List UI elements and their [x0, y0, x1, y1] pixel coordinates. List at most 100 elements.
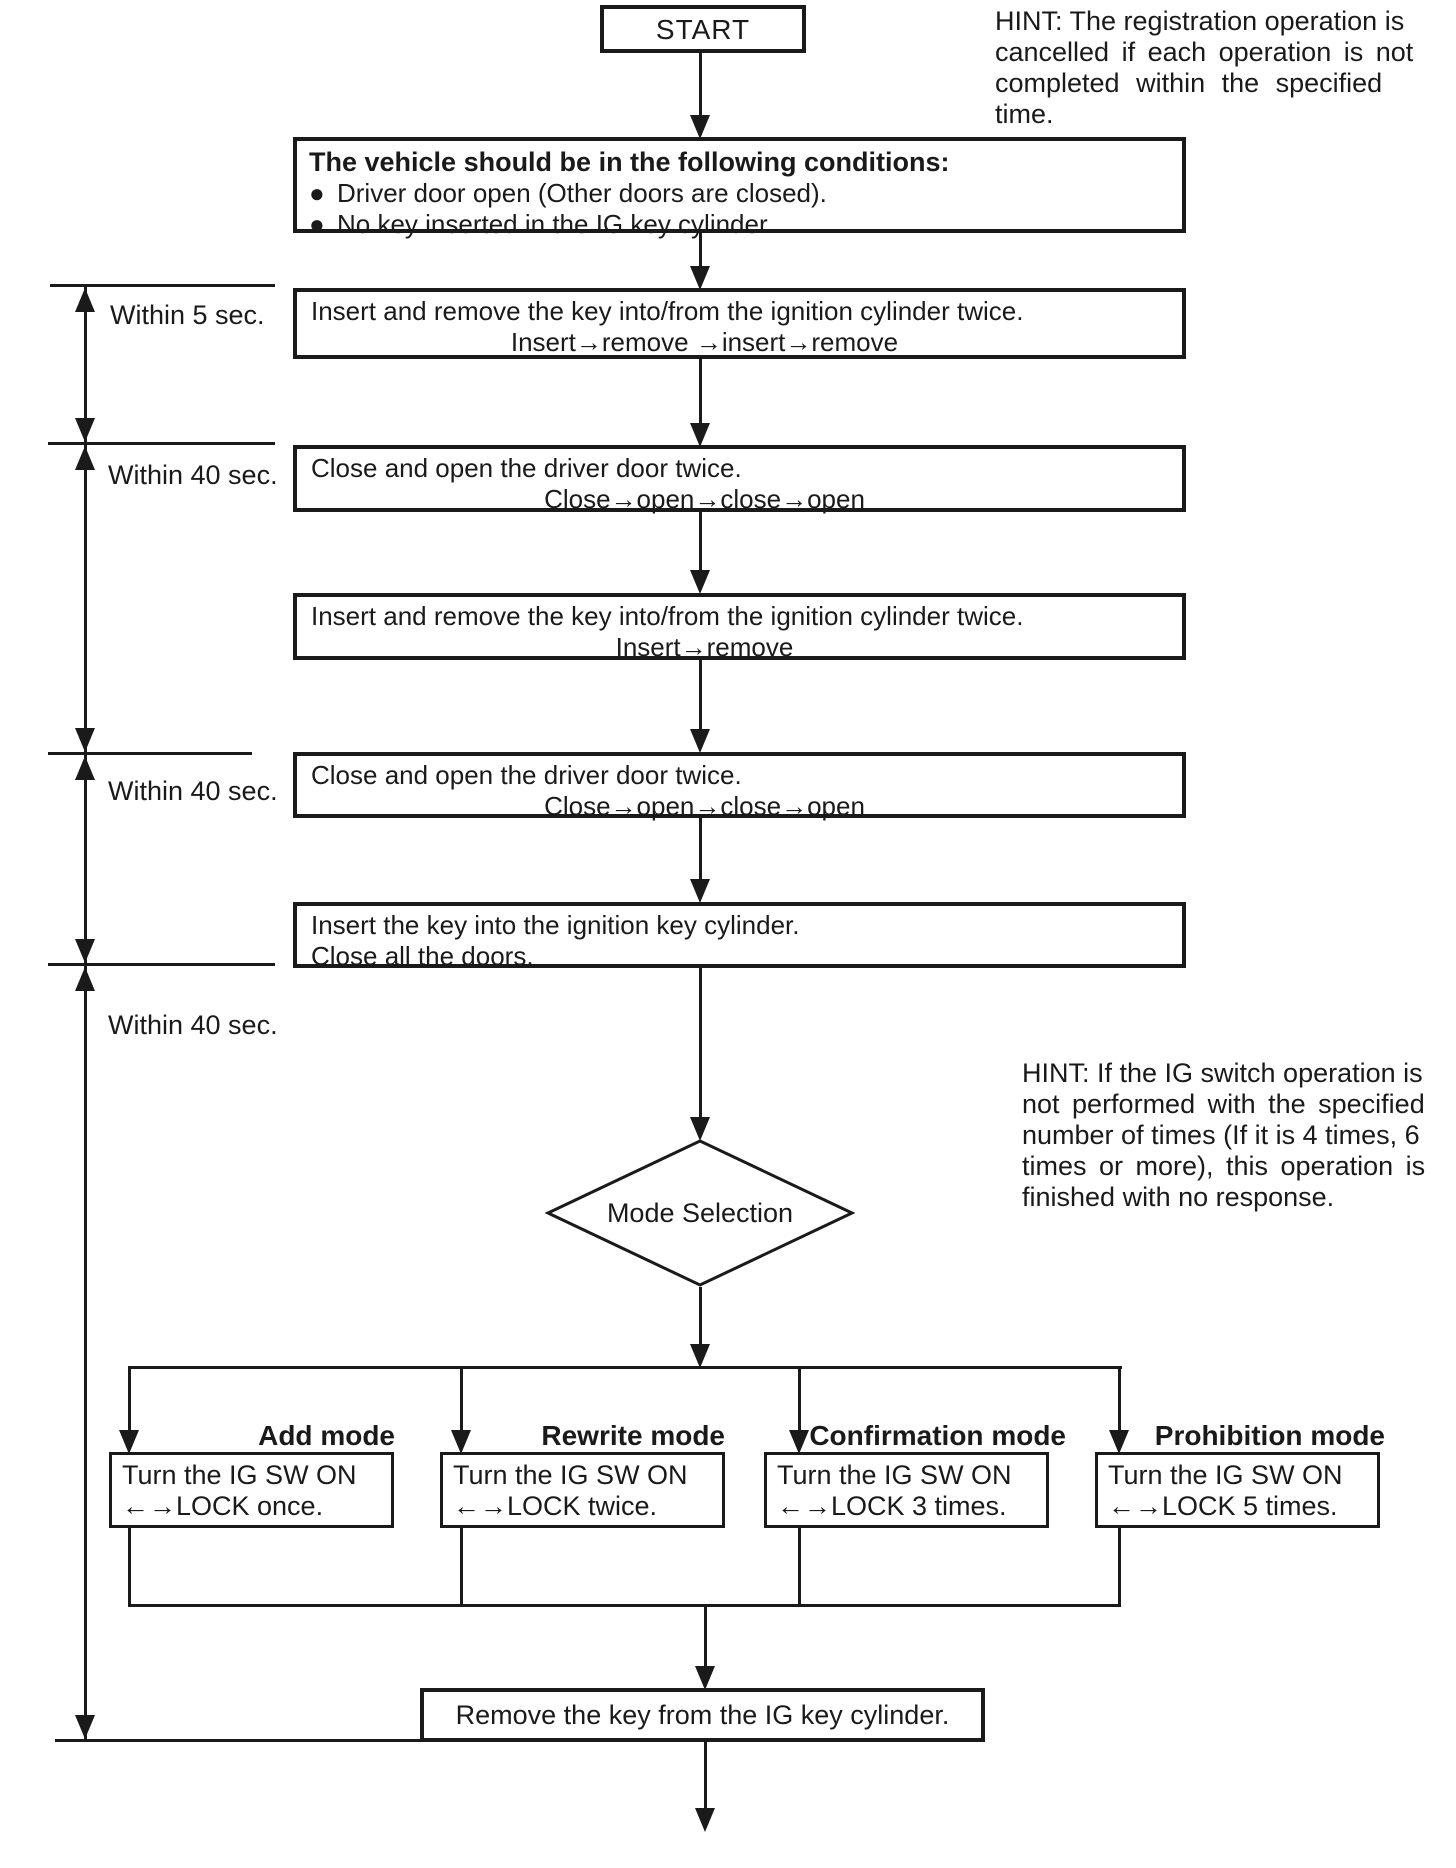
- timer-tick: [55, 1739, 420, 1742]
- arrow-down-icon: [690, 266, 710, 290]
- mode-box-confirmation: Turn the IG SW ON ←→LOCK 3 times.: [764, 1452, 1049, 1528]
- hint-registration-timeout: HINT: The registration operation is canc…: [995, 6, 1455, 130]
- arrow-down-icon: [451, 1430, 471, 1454]
- flow-connector: [128, 1528, 131, 1606]
- vehicle-conditions-box: The vehicle should be in the following c…: [293, 137, 1186, 239]
- flow-connector: [699, 359, 702, 424]
- timer-label-within-40-sec-3: Within 40 sec.: [108, 1010, 278, 1040]
- arrow-down-icon: [75, 939, 95, 963]
- mode-selection-diamond: [545, 1138, 855, 1288]
- condition-text: Driver door open (Other doors are closed…: [337, 178, 827, 208]
- step-close-open-door-twice-1: Close and open the driver door twice. Cl…: [293, 445, 1186, 514]
- step-line: Close and open the driver door twice.: [311, 453, 742, 483]
- flow-connector: [128, 1369, 131, 1431]
- arrow-down-icon: [690, 570, 710, 594]
- arrow-down-icon: [695, 1808, 715, 1832]
- flow-connector: [1118, 1528, 1121, 1606]
- flow-connector: [704, 1607, 707, 1667]
- mode-line: Turn the IG SW ON: [453, 1460, 688, 1490]
- arrow-down-icon: [75, 1715, 95, 1739]
- hint-line: times or more), this operation is: [1022, 1151, 1426, 1181]
- step-line: Insert→remove →insert→remove: [510, 327, 899, 357]
- flow-connector: [798, 1528, 801, 1606]
- arrow-down-icon: [690, 879, 710, 903]
- timer-tick: [48, 442, 275, 445]
- mode-line: Turn the IG SW ON: [122, 1460, 357, 1490]
- timer-label-within-40-sec-2: Within 40 sec.: [108, 776, 278, 806]
- bullet-icon: ●: [309, 209, 325, 239]
- flow-connector: [699, 512, 702, 572]
- step-line: Insert→remove: [615, 632, 794, 662]
- hint-ig-switch-count: HINT: If the IG switch operation is not …: [1022, 1058, 1456, 1213]
- flow-connector: [460, 1369, 463, 1431]
- hint-line: completed within the specified: [995, 68, 1383, 98]
- step-insert-remove-key-twice-1: Insert and remove the key into/from the …: [293, 288, 1186, 359]
- flow-connector: [699, 968, 702, 1118]
- arrow-down-icon: [695, 1666, 715, 1690]
- final-remove-key-box: Remove the key from the IG key cylinder.: [420, 1688, 985, 1742]
- arrow-up-icon: [75, 288, 95, 312]
- timer-tick: [48, 963, 275, 966]
- flow-connector: [460, 1528, 463, 1606]
- flow-connector: [699, 818, 702, 880]
- arrow-down-icon: [1109, 1430, 1129, 1454]
- step-line: Close→open→close→open: [544, 484, 865, 514]
- arrow-down-icon: [119, 1430, 139, 1454]
- timer-tick: [48, 752, 252, 755]
- step-line: Close→open→close→open: [544, 791, 865, 821]
- step-line: Close all the doors.: [311, 941, 534, 971]
- conditions-title: The vehicle should be in the following c…: [309, 147, 950, 177]
- step-line: Close and open the driver door twice.: [311, 760, 742, 790]
- arrow-up-icon: [75, 756, 95, 780]
- arrow-down-icon: [789, 1430, 809, 1454]
- hint-line: finished with no response.: [1022, 1182, 1335, 1212]
- step-insert-key-close-doors: Insert the key into the ignition key cyl…: [293, 902, 1186, 971]
- start-label: START: [655, 13, 751, 45]
- hint-line: HINT: The registration operation is: [995, 6, 1405, 36]
- flow-connector: [1118, 1369, 1121, 1431]
- mode-title-add: Add mode: [258, 1420, 395, 1451]
- arrow-down-icon: [75, 728, 95, 752]
- timer-label-within-40-sec-1: Within 40 sec.: [108, 460, 278, 490]
- flow-connector: [699, 660, 702, 730]
- timer-dimension-line: [84, 287, 87, 1739]
- condition-item: ● Driver door open (Other doors are close…: [309, 178, 1170, 209]
- hint-line: number of times (If it is 4 times, 6: [1022, 1120, 1420, 1150]
- step-insert-remove-key-twice-2: Insert and remove the key into/from the …: [293, 593, 1186, 662]
- arrow-down-icon: [690, 115, 710, 139]
- mode-line: ←→LOCK 5 times.: [1108, 1491, 1338, 1521]
- mode-selection-label: Mode Selection: [606, 1197, 794, 1228]
- hint-line: time.: [995, 99, 1054, 129]
- flow-connector: [699, 1287, 702, 1347]
- flow-connector: [704, 1742, 707, 1810]
- branch-line: [128, 1366, 1122, 1369]
- flow-connector: [798, 1369, 801, 1431]
- arrow-down-icon: [690, 1117, 710, 1141]
- merge-line: [128, 1604, 1121, 1607]
- arrow-down-icon: [690, 1344, 710, 1368]
- mode-box-rewrite: Turn the IG SW ON ←→LOCK twice.: [440, 1452, 725, 1528]
- mode-title-confirmation: Confirmation mode: [809, 1420, 1066, 1451]
- mode-line: ←→LOCK 3 times.: [777, 1491, 1007, 1521]
- arrow-down-icon: [690, 729, 710, 753]
- arrow-down-icon: [690, 423, 710, 447]
- hint-line: not performed with the specified: [1022, 1089, 1425, 1119]
- step-close-open-door-twice-2: Close and open the driver door twice. Cl…: [293, 752, 1186, 821]
- start-node: START: [600, 5, 806, 53]
- mode-title-prohibition: Prohibition mode: [1154, 1420, 1385, 1451]
- timer-label-within-5-sec: Within 5 sec.: [110, 300, 265, 330]
- arrow-up-icon: [75, 446, 95, 470]
- step-line: Insert the key into the ignition key cyl…: [311, 910, 800, 940]
- arrow-down-icon: [75, 418, 95, 442]
- diamond-shape: [545, 1139, 855, 1287]
- mode-line: Turn the IG SW ON: [777, 1460, 1012, 1490]
- flow-connector: [699, 233, 702, 269]
- step-line: Insert and remove the key into/from the …: [311, 296, 1024, 326]
- mode-box-add: Turn the IG SW ON ←→LOCK once.: [109, 1452, 394, 1528]
- condition-text: No key inserted in the IG key cylinder.: [337, 209, 774, 239]
- mode-title-rewrite: Rewrite mode: [541, 1420, 725, 1451]
- mode-box-prohibition: Turn the IG SW ON ←→LOCK 5 times.: [1095, 1452, 1380, 1528]
- bullet-icon: ●: [309, 178, 325, 208]
- mode-line: Turn the IG SW ON: [1108, 1460, 1343, 1490]
